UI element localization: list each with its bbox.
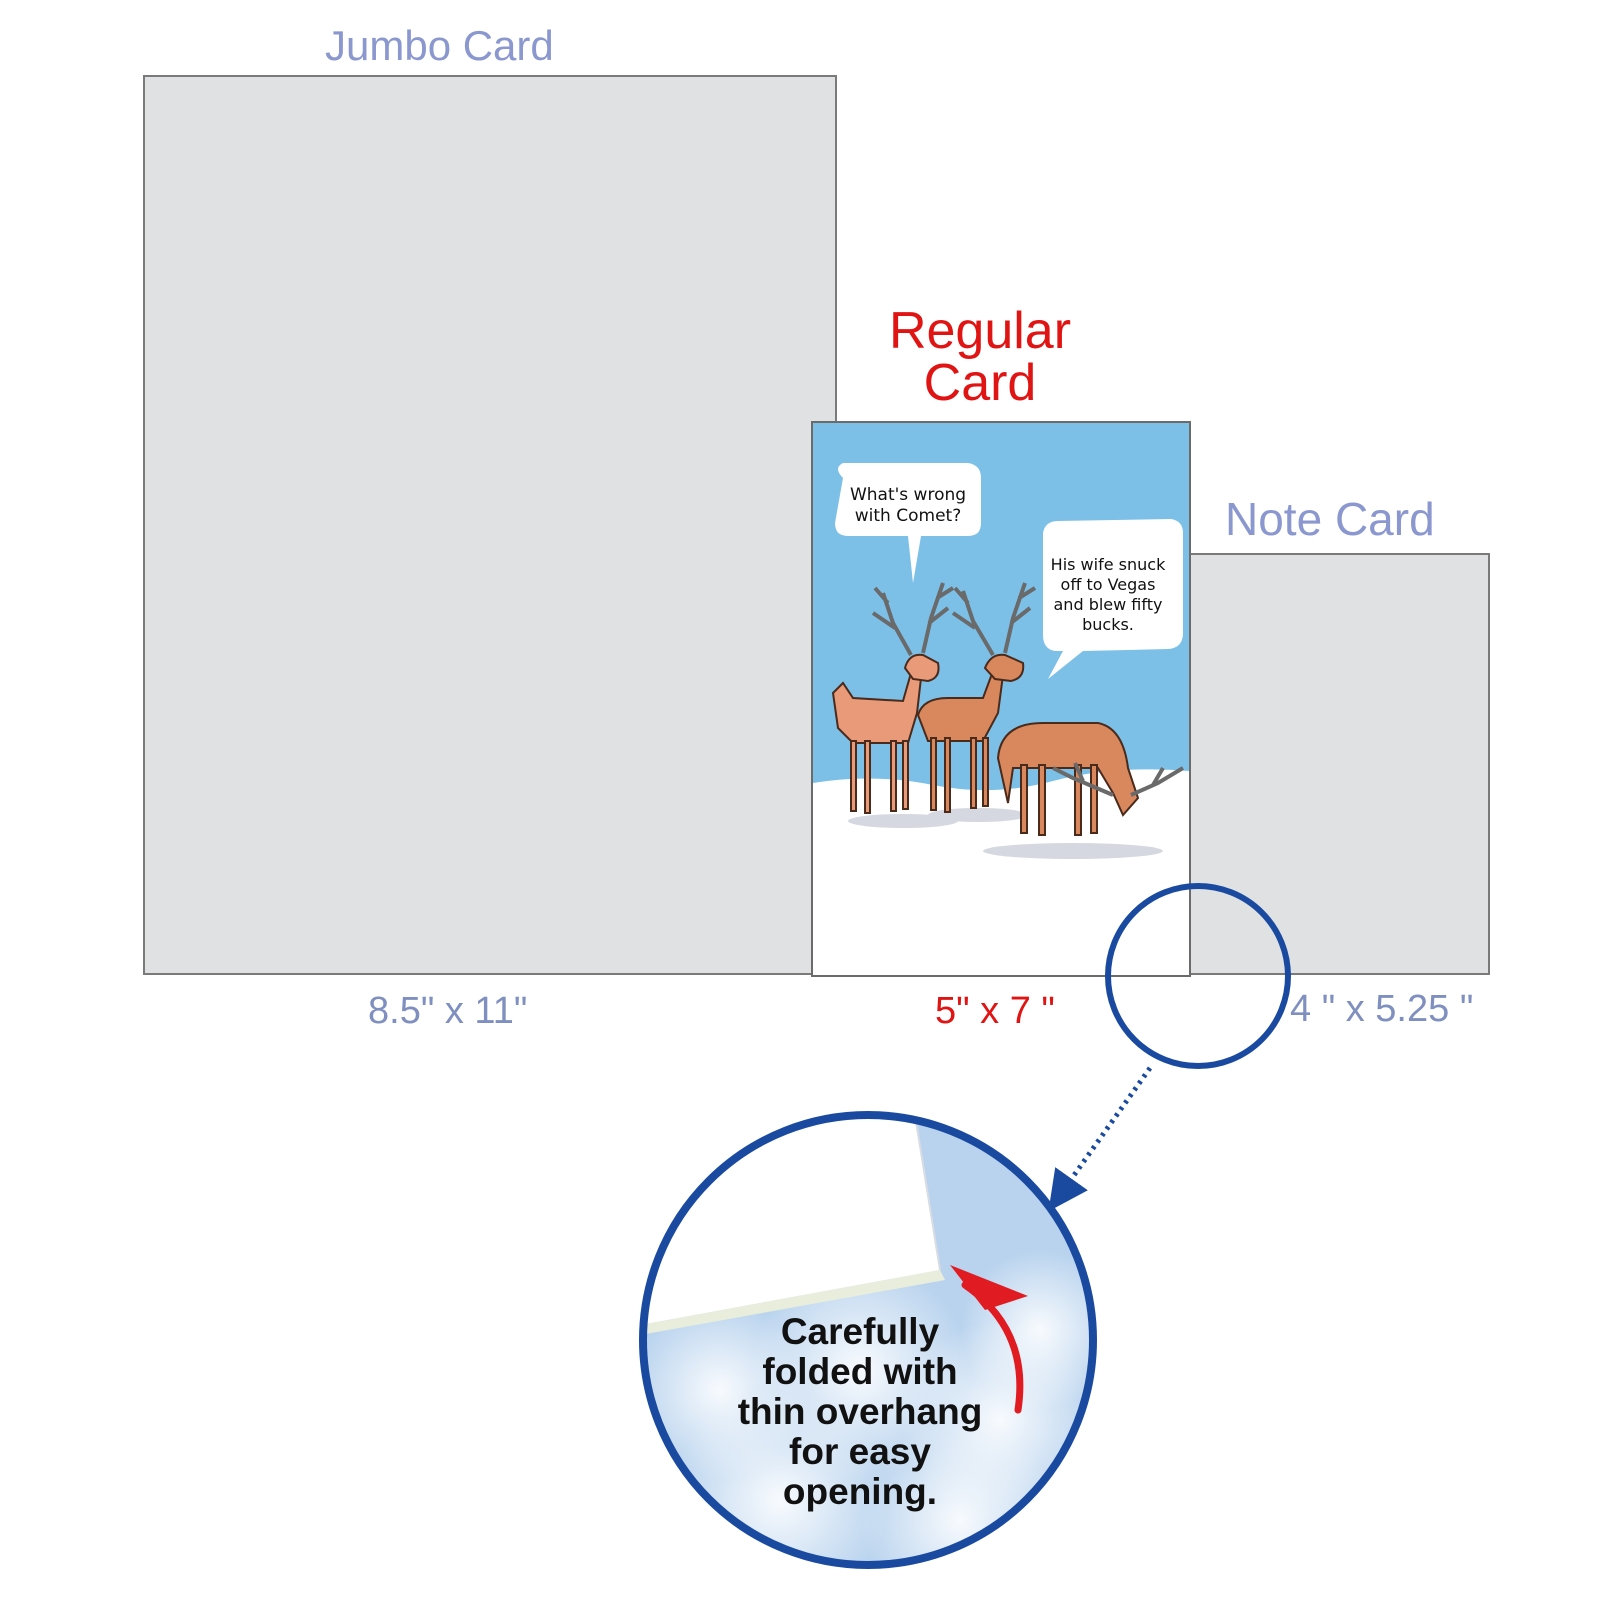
regular-card-title-line2: Card [923,354,1037,412]
note-card-dimensions: 4 " x 5.25 " [1290,988,1474,1030]
zoom-caption-line: folded with [762,1351,958,1392]
speech-bubble-left-line: What's wrong [849,485,967,505]
regular-card-title-line1: Regular [888,302,1072,360]
dotted-connector-arrow [1048,1066,1153,1212]
jumbo-card-outline [143,75,837,975]
zoom-caption-line: thin overhang [737,1391,983,1432]
speech-bubble-right: His wife snuck off to Vegas and blew fif… [1043,555,1173,635]
zoom-caption-line: Carefully [780,1311,940,1352]
speech-bubble-right-line: bucks. [1082,615,1134,634]
zoom-caption: Carefully folded with thin overhang for … [690,1312,1030,1512]
zoom-caption-line: for easy [789,1431,931,1472]
zoom-caption-line: opening. [782,1471,938,1512]
speech-bubble-left-line: with Comet? [854,506,962,526]
reindeer-cartoon-image [813,423,1189,975]
speech-bubble-left: What's wrong with Comet? [833,485,983,527]
regular-card-title: Regular Card [880,305,1080,409]
jumbo-card-title: Jumbo Card [325,22,554,69]
overhang-arrow-head [950,1265,1028,1310]
jumbo-card-dimensions: 8.5" x 11" [368,990,528,1032]
speech-bubble-right-line: His wife snuck [1050,555,1166,574]
note-card-title: Note Card [1225,493,1435,545]
note-card-outline [1184,553,1490,975]
regular-card-cartoon: What's wrong with Comet? His wife snuck … [811,421,1191,977]
speech-bubble-right-line: and blew fifty [1053,595,1163,614]
regular-card-dimensions: 5" x 7 " [935,990,1055,1032]
speech-bubble-right-line: off to Vegas [1060,575,1156,594]
